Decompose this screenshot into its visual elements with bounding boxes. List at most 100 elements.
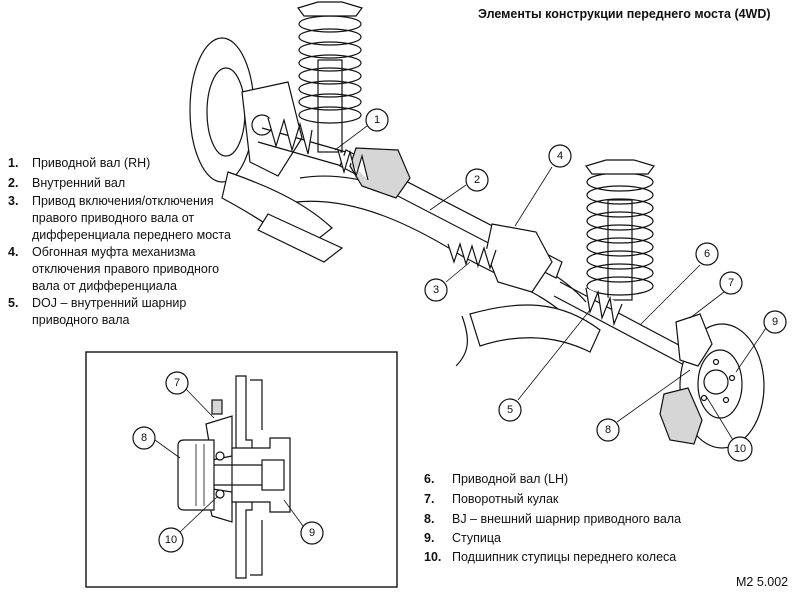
spring-coil xyxy=(586,263,654,283)
inset-bearing-ball xyxy=(215,451,225,461)
legend-text: Приводной вал (RH) xyxy=(32,156,151,170)
legend-text: вала от дифференциала xyxy=(32,279,177,293)
legend-item: 8. BJ – внешний шарнир приводного вала xyxy=(424,511,681,528)
leader-line xyxy=(735,327,767,373)
callout-number: 9 xyxy=(772,316,778,328)
legend-number: 10. xyxy=(424,550,442,564)
leader-line xyxy=(179,495,219,533)
legend-item: 3. Привод включения/отключения правого п… xyxy=(8,193,231,244)
inset-callout-8: 8 xyxy=(132,426,156,450)
rh-tie-rod xyxy=(257,213,344,263)
legend-number: 4. xyxy=(8,245,19,259)
legend-text: правого приводного вала от xyxy=(32,211,195,225)
inset-callout-7: 7 xyxy=(165,371,189,395)
lh-lower-arm xyxy=(469,304,601,353)
legend-number: 7. xyxy=(424,492,435,506)
legend-text: Приводной вал (LH) xyxy=(452,472,569,486)
spring-coil xyxy=(586,198,654,218)
callout-number: 4 xyxy=(557,150,563,162)
spring-coil xyxy=(586,211,654,231)
inset-frame xyxy=(85,351,398,588)
lh-disc-inner xyxy=(697,349,743,419)
legend-text: DOJ – внутренний шарнир xyxy=(32,296,187,310)
legend-item: 7. Поворотный кулак xyxy=(424,491,558,508)
legend-text: Обгонная муфта механизма xyxy=(32,245,196,259)
subframe-lower-edge xyxy=(295,200,571,321)
lh-coil-spring xyxy=(586,172,654,296)
legend-text: Внутренний вал xyxy=(32,176,126,190)
legend-text: дифференциала переднего моста xyxy=(32,228,231,242)
doj-boot xyxy=(337,149,369,181)
legend-item: 1. Приводной вал (RH) xyxy=(8,155,151,172)
spring-coil xyxy=(298,41,362,59)
legend-text: отключения правого приводного xyxy=(32,262,220,276)
callout-number: 10 xyxy=(165,534,177,546)
spring-coil xyxy=(586,237,654,257)
callout-3: 3 xyxy=(424,278,448,302)
callout-number: 7 xyxy=(174,377,180,389)
legend-number: 9. xyxy=(424,531,435,545)
rh-shock-absorber xyxy=(317,59,343,153)
spring-coil xyxy=(298,54,362,72)
callout-7: 7 xyxy=(719,271,743,295)
lh-steering-knuckle xyxy=(675,313,713,367)
spring-coil xyxy=(298,106,362,124)
lh-wheel-assembly xyxy=(659,313,765,449)
spring-coil xyxy=(586,185,654,205)
spring-coil xyxy=(298,93,362,111)
leader-line xyxy=(445,261,471,283)
callout-number: 3 xyxy=(433,284,439,296)
inset-dust-shield xyxy=(250,379,263,576)
leader-line xyxy=(154,439,181,459)
lh-hub-bolt xyxy=(722,396,730,404)
lh-brake-caliper xyxy=(659,387,703,445)
actuator-bellows xyxy=(447,242,497,270)
legend-item: 2. Внутренний вал xyxy=(8,175,126,192)
legend-text: приводного вала xyxy=(32,313,130,327)
legend-text: Подшипник ступицы переднего колеса xyxy=(452,550,677,564)
lh-hub-bolt xyxy=(700,394,708,402)
callout-2: 2 xyxy=(465,168,489,192)
callout-number: 8 xyxy=(141,432,147,444)
spring-coil xyxy=(586,276,654,296)
spring-coil xyxy=(586,250,654,270)
callout-number: 10 xyxy=(734,443,746,455)
leader-line xyxy=(517,309,591,401)
callout-9: 9 xyxy=(763,310,787,334)
callout-number: 1 xyxy=(374,114,380,126)
inset-knuckle-bolt xyxy=(211,399,223,415)
callout-8: 8 xyxy=(596,418,620,442)
callout-10: 10 xyxy=(727,436,753,462)
legend-number: 5. xyxy=(8,296,19,310)
lh-strut xyxy=(585,159,655,301)
callout-6: 6 xyxy=(695,242,719,266)
differential-housing xyxy=(485,223,553,293)
leader-line xyxy=(185,388,215,419)
leader-line xyxy=(514,166,553,227)
rh-strut-top-mount xyxy=(297,1,363,17)
callout-number: 5 xyxy=(507,404,513,416)
lh-shaft-boot xyxy=(585,287,623,327)
legend-item: 6. Приводной вал (LH) xyxy=(424,471,569,488)
inset-cv-joint-detail xyxy=(195,444,205,506)
overrunning-clutch xyxy=(349,147,411,199)
hub-section-inset: 7 8 10 9 xyxy=(85,351,398,588)
inner-shaft-assembly xyxy=(337,147,563,293)
main-callouts: 1 2 3 4 5 6 7 8 9 10 xyxy=(334,108,787,462)
legend-number: 3. xyxy=(8,194,19,208)
lh-hub xyxy=(703,369,729,395)
inset-hub-nut xyxy=(261,459,285,491)
figure-code: M2 5.002 xyxy=(736,575,789,589)
lh-hub-bolt xyxy=(712,358,720,366)
subframe-rear-edge xyxy=(455,315,468,367)
legend-item: 4. Обгонная муфта механизма отключения п… xyxy=(8,244,220,295)
legend-item: 10. Подшипник ступицы переднего колеса xyxy=(424,549,677,566)
legend-number: 8. xyxy=(424,512,435,526)
callout-4: 4 xyxy=(548,144,572,168)
legend-item: 5. DOJ – внутренний шарнир приводного ва… xyxy=(8,295,187,329)
rh-drive-shaft xyxy=(257,117,347,167)
callout-number: 6 xyxy=(704,248,710,260)
callout-number: 9 xyxy=(309,527,315,539)
leader-line xyxy=(689,291,725,319)
